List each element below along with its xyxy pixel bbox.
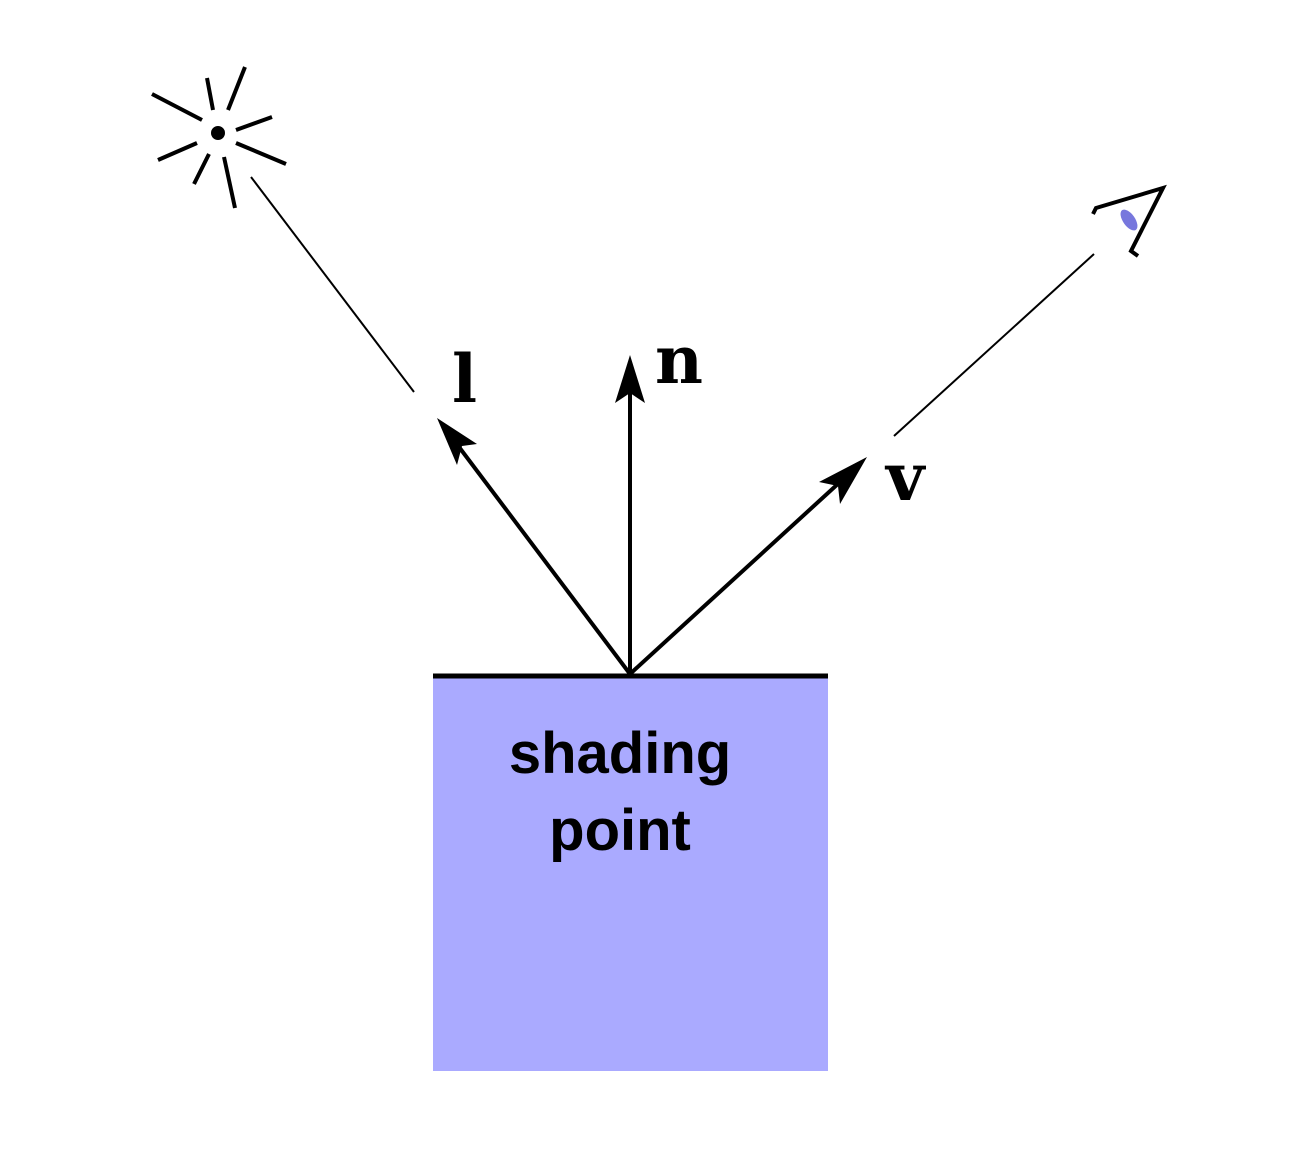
normal-vector-label: n [655, 321, 703, 399]
light-ray-1 [151, 92, 203, 122]
view-vector-shaft [628, 480, 842, 676]
light-source-center [211, 126, 225, 140]
light-vector-label: l [452, 340, 477, 418]
light-ray-8 [157, 141, 198, 162]
view-vector-label: v [884, 438, 926, 516]
light-ray-6 [222, 156, 237, 209]
light-ray-5 [235, 141, 287, 166]
eye-iris [1120, 209, 1138, 231]
light-vector-shaft [454, 441, 632, 676]
light-source-icon [151, 66, 287, 209]
view-vector-arrowhead [819, 457, 867, 504]
normal-vector-arrowhead [615, 355, 645, 403]
light-ray-7 [192, 153, 211, 185]
light-vector-arrowhead [437, 418, 477, 465]
normal-vector [615, 355, 645, 674]
eye-icon [1091, 184, 1167, 258]
shading-point-block [433, 676, 828, 1071]
view-vector [628, 457, 867, 676]
view-ray-line [893, 253, 1095, 437]
light-ray-line [250, 176, 415, 393]
eye-outline [1091, 184, 1167, 258]
light-ray-4 [235, 115, 273, 132]
light-vector [437, 418, 632, 676]
block-label-line2: point [549, 798, 691, 863]
light-ray-2 [205, 77, 215, 111]
block-label-line1: shading [509, 721, 731, 786]
light-ray-3 [226, 66, 247, 111]
